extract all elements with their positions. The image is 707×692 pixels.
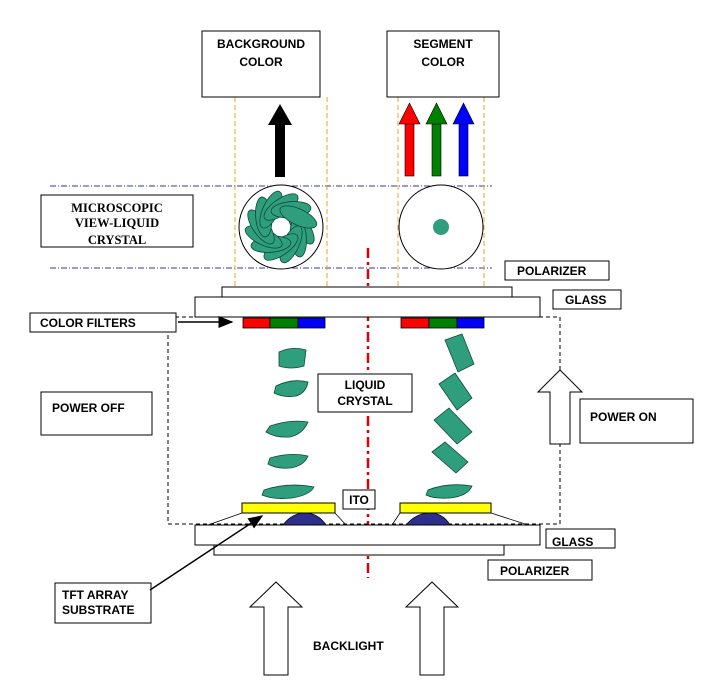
tft-edge-right-a [391,512,401,526]
bottom-polarizer-layer [213,544,505,556]
liquid-crystal-label-line1: LIQUID [345,378,386,392]
polarizer-bottom-label-box: POLARIZER [487,559,593,581]
polarizer-bottom-label: POLARIZER [500,564,570,578]
tft-edge-right-b [490,512,529,526]
lc-molecules-power-on [425,333,475,499]
background-color-label-line2: COLOR [239,55,283,69]
tft-array-pointer [149,515,264,591]
power-on-label: POWER ON [590,410,657,424]
tft-edge-left-b [334,512,347,526]
microscopic-label-line2: VIEW-LIQUID [75,216,159,230]
ito-label: ITO [349,493,369,507]
segment-color-label-line2: COLOR [421,55,465,69]
color-filters-left [242,317,326,329]
microscopic-label-line3: CRYSTAL [88,233,146,247]
backlight-arrow-left [248,581,304,676]
ito-layer-right [399,502,492,514]
backlight-arrow-right [404,581,460,676]
power-on-arrow [536,369,584,445]
microscopic-label-line1: MICROSCOPIC [71,201,163,215]
background-color-label-line1: BACKGROUND [217,37,305,51]
ito-layer-left [241,502,336,514]
polarizer-top-label-box: POLARIZER [504,260,610,281]
power-off-label: POWER OFF [52,401,125,415]
tft-edge-left-a [207,512,243,526]
microscopic-view-box: MICROSCOPIC VIEW-LIQUID CRYSTAL [40,194,194,248]
color-filters-right [400,317,485,329]
power-off-label-box: POWER OFF [40,391,153,436]
background-output-arrow [268,104,292,177]
power-on-label-box: POWER ON [579,398,694,444]
color-filters-label-box: COLOR FILTERS [29,312,177,333]
glass-top-label-box: GLASS [552,289,622,310]
tft-array-label-line1: TFT ARRAY [62,588,128,602]
top-glass-layer [194,296,541,318]
glass-bottom-label-box: GLASS [545,528,616,549]
liquid-crystal-label-line2: CRYSTAL [337,394,392,408]
glass-top-label: GLASS [565,293,606,307]
cell-region [167,316,561,525]
crystal-aligned-circle [398,184,484,270]
segment-blue-arrow [452,102,475,177]
ito-label-box: ITO [342,489,376,510]
crystal-petal [279,205,318,229]
crystal-twisted-circle [238,184,324,270]
segment-color-label-line1: SEGMENT [413,37,473,51]
polarizer-top-label: POLARIZER [517,264,587,278]
background-color-box: BACKGROUND COLOR [201,30,321,98]
color-filters-label: COLOR FILTERS [40,316,136,330]
tft-array-label-box: TFT ARRAY SUBSTRATE [54,582,152,624]
tft-array-label-line2: SUBSTRATE [62,603,134,617]
tft-bump-left [282,512,327,526]
liquid-crystal-label-box: LIQUID CRYSTAL [317,373,413,413]
segment-red-arrow [398,102,421,177]
segment-green-arrow [425,102,448,177]
backlight-label: BACKLIGHT [313,639,384,653]
top-polarizer-layer [221,286,513,298]
glass-bottom-label: GLASS [552,535,593,549]
bottom-glass-layer [194,524,541,546]
segment-color-box: SEGMENT COLOR [386,30,500,98]
lc-molecules-power-off [261,348,315,499]
tft-bump-right [405,512,451,526]
